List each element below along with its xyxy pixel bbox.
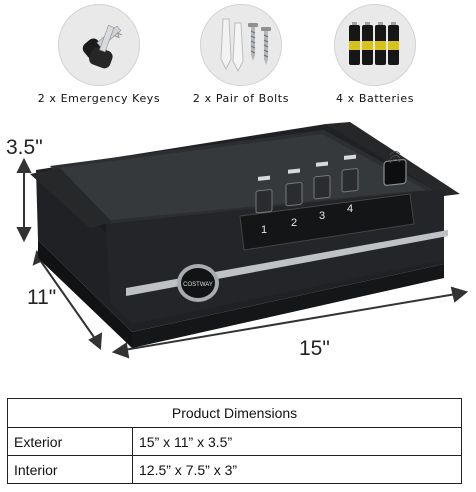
row-value: 12.5” x 7.5” x 3” <box>132 455 462 484</box>
keypad-keys: 1 2 3 4 <box>255 151 407 236</box>
fingerprint-sensor-icon[interactable] <box>383 151 407 186</box>
keypad-key-2[interactable]: 2 <box>285 168 303 229</box>
keypad-key-1[interactable]: 1 <box>255 175 273 236</box>
key-label: 4 <box>347 203 353 215</box>
key-label: 1 <box>261 224 267 236</box>
table-row: Interior 12.5” x 7.5” x 3” <box>7 455 462 484</box>
accessory-keys-label: 2 x Emergency Keys <box>37 92 161 105</box>
width-label: 15" <box>299 337 330 360</box>
row-label: Exterior <box>7 427 133 456</box>
dimensions-table: Product Dimensions Exterior 15” x 11” x … <box>7 398 462 484</box>
key-label: 2 <box>291 217 297 229</box>
keys-icon <box>82 25 123 69</box>
batteries-icon <box>349 22 399 65</box>
keypad-key-3[interactable]: 3 <box>313 161 331 222</box>
accessory-batteries-label: 4 x Batteries <box>335 92 415 105</box>
batteries-badge <box>334 4 416 86</box>
keypad-panel <box>239 193 415 251</box>
width-arrow <box>111 286 469 359</box>
height-arrow <box>16 157 32 243</box>
brand-knob[interactable]: COSTWAY <box>177 264 219 302</box>
table-title: Product Dimensions <box>7 398 462 428</box>
key-label: 3 <box>319 210 325 222</box>
safe-illustration: 1 2 3 4 COSTWAY <box>16 122 469 359</box>
accessory-bolts: 2 x Pair of Bolts <box>166 4 316 105</box>
row-label: Interior <box>7 455 133 484</box>
depth-label: 11" <box>27 286 57 309</box>
keypad-key-4[interactable]: 4 <box>341 154 359 215</box>
accessory-batteries: 4 x Batteries <box>300 4 450 105</box>
accessory-bolts-label: 2 x Pair of Bolts <box>192 92 290 105</box>
brand-logo: COSTWAY <box>183 282 213 288</box>
row-value: 15” x 11” x 3.5” <box>132 427 462 456</box>
height-label: 3.5" <box>6 136 43 159</box>
table-header-row: Product Dimensions <box>7 398 462 428</box>
table-row: Exterior 15” x 11” x 3.5” <box>7 427 462 456</box>
bolts-badge <box>200 4 282 86</box>
bolts-icon <box>220 18 271 73</box>
keys-badge <box>58 4 140 86</box>
accessory-keys: 2 x Emergency Keys <box>24 4 174 105</box>
